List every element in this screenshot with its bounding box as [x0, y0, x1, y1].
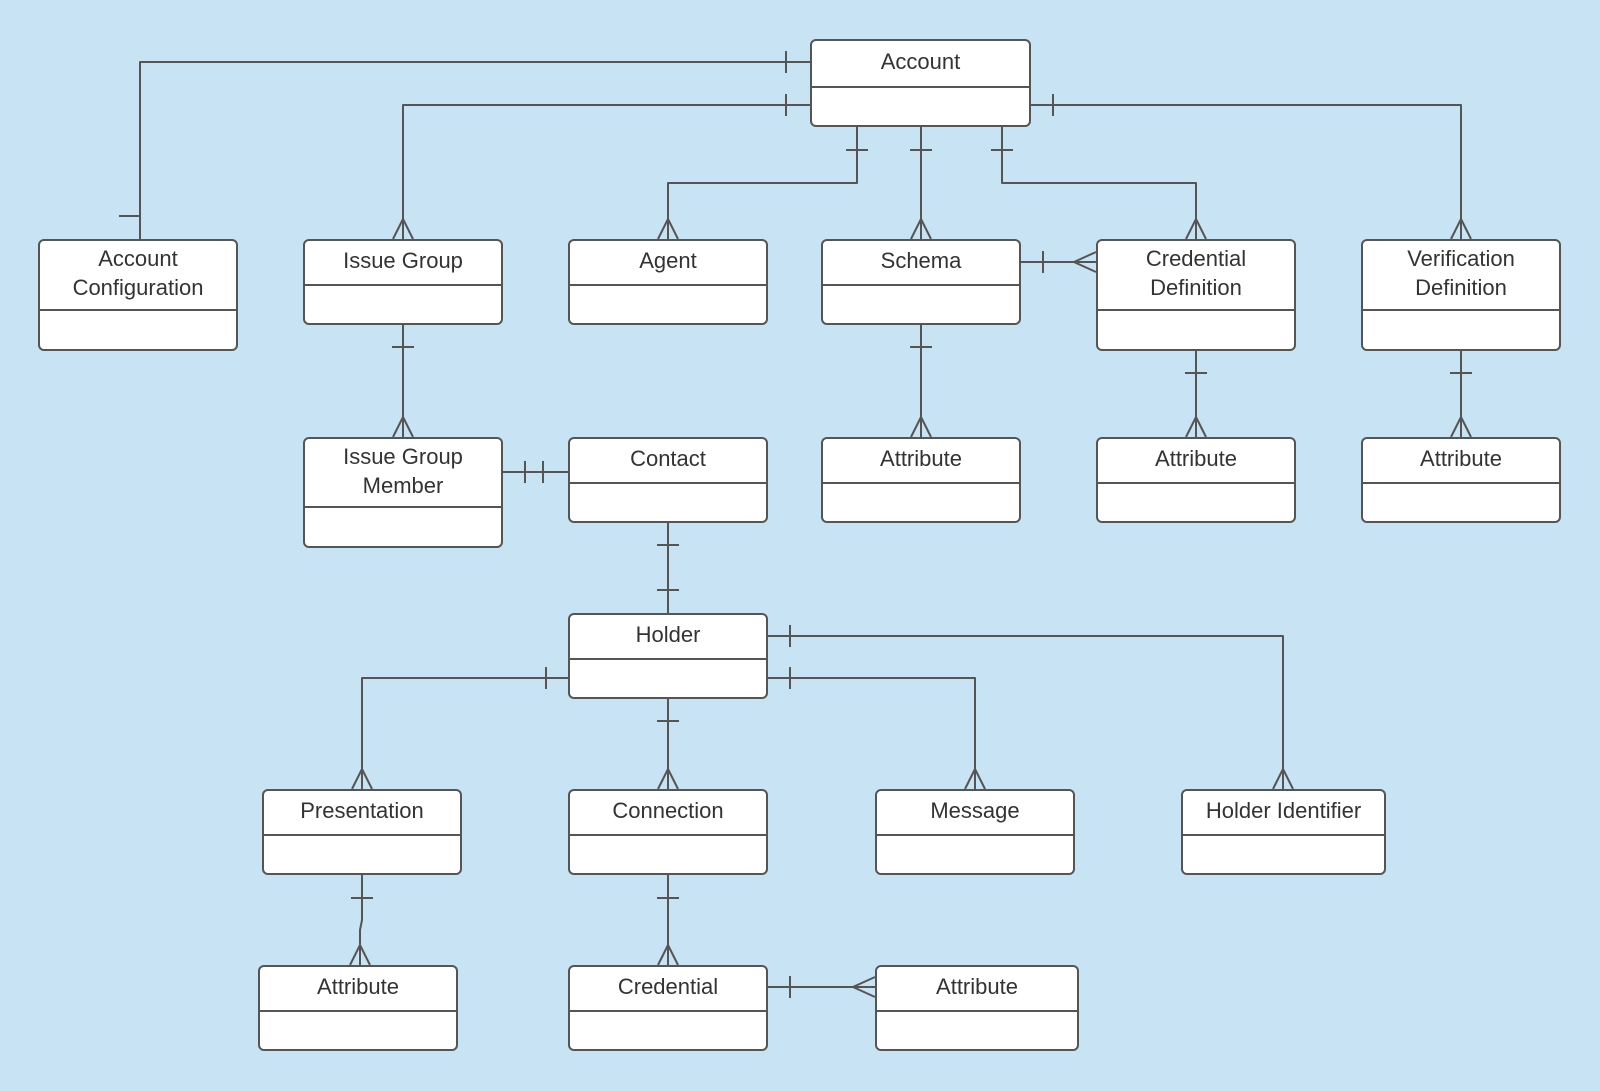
entity-attributes: [570, 286, 766, 323]
entity-title: Credential Definition: [1098, 241, 1294, 311]
relationship-line: [768, 635, 1284, 789]
entity-title: Attribute: [1363, 439, 1559, 484]
entity-title: Issue Group Member: [305, 439, 501, 508]
entity-holder-identifier[interactable]: Holder Identifier: [1181, 789, 1386, 875]
entity-issue-group[interactable]: Issue Group: [303, 239, 503, 325]
entity-attributes: [1363, 311, 1559, 349]
cardinality-many-mark: [1450, 216, 1472, 240]
entity-attributes: [823, 484, 1019, 521]
cardinality-many-mark: [910, 414, 932, 438]
entity-credential-attribute[interactable]: Attribute: [875, 965, 1079, 1051]
entity-attributes: [305, 286, 501, 323]
entity-title: Message: [877, 791, 1073, 836]
entity-title: Agent: [570, 241, 766, 286]
cardinality-many-mark: [910, 216, 932, 240]
entity-title: Account Configuration: [40, 241, 236, 311]
entity-schema[interactable]: Schema: [821, 239, 1021, 325]
cardinality-many-mark: [657, 216, 679, 240]
entity-credential[interactable]: Credential: [568, 965, 768, 1051]
relationship-line: [402, 104, 810, 239]
entity-title: Presentation: [264, 791, 460, 836]
cardinality-many-mark: [964, 766, 986, 790]
entity-attributes: [570, 836, 766, 873]
entity-attributes: [260, 1012, 456, 1049]
cardinality-many-mark: [392, 414, 414, 438]
cardinality-many-mark: [1185, 216, 1207, 240]
entity-title: Schema: [823, 241, 1019, 286]
entity-connection[interactable]: Connection: [568, 789, 768, 875]
cardinality-many-mark: [657, 766, 679, 790]
relationship-line: [1031, 104, 1462, 239]
entity-contact[interactable]: Contact: [568, 437, 768, 523]
entity-attributes: [823, 286, 1019, 323]
entity-attributes: [264, 836, 460, 873]
cardinality-many-mark: [1071, 251, 1097, 273]
entity-account-configuration[interactable]: Account Configuration: [38, 239, 238, 351]
entity-presentation[interactable]: Presentation: [262, 789, 462, 875]
entity-title: Holder: [570, 615, 766, 660]
relationship-line: [139, 61, 810, 239]
entity-title: Attribute: [1098, 439, 1294, 484]
entity-attributes: [40, 311, 236, 349]
entity-title: Connection: [570, 791, 766, 836]
entity-schema-attribute[interactable]: Attribute: [821, 437, 1021, 523]
entity-presentation-attribute[interactable]: Attribute: [258, 965, 458, 1051]
entity-title: Issue Group: [305, 241, 501, 286]
entity-credential-definition-attribute[interactable]: Attribute: [1096, 437, 1296, 523]
entity-attributes: [1098, 311, 1294, 349]
entity-attributes: [1183, 836, 1384, 873]
cardinality-many-mark: [1272, 766, 1294, 790]
entity-title: Credential: [570, 967, 766, 1012]
cardinality-many-mark: [392, 216, 414, 240]
relationship-line: [768, 677, 976, 789]
entity-attributes: [877, 1012, 1077, 1049]
entity-account[interactable]: Account: [810, 39, 1031, 127]
entity-title: Attribute: [260, 967, 456, 1012]
cardinality-many-mark: [1185, 414, 1207, 438]
entity-attributes: [812, 88, 1029, 125]
entity-attributes: [1363, 484, 1559, 521]
cardinality-many-mark: [850, 976, 876, 998]
cardinality-many-mark: [1450, 414, 1472, 438]
entity-title: Attribute: [823, 439, 1019, 484]
entity-verification-definition[interactable]: Verification Definition: [1361, 239, 1561, 351]
cardinality-many-mark: [349, 942, 371, 966]
entity-attributes: [570, 660, 766, 697]
entity-title: Verification Definition: [1363, 241, 1559, 311]
entity-credential-definition[interactable]: Credential Definition: [1096, 239, 1296, 351]
entity-attributes: [570, 484, 766, 521]
relationship-line: [361, 677, 568, 789]
entity-title: Account: [812, 41, 1029, 88]
entity-attributes: [570, 1012, 766, 1049]
entity-attributes: [877, 836, 1073, 873]
entity-verification-definition-attribute[interactable]: Attribute: [1361, 437, 1561, 523]
entity-agent[interactable]: Agent: [568, 239, 768, 325]
entity-attributes: [1098, 484, 1294, 521]
entity-title: Attribute: [877, 967, 1077, 1012]
entity-title: Contact: [570, 439, 766, 484]
cardinality-many-mark: [351, 766, 373, 790]
relationship-line: [1001, 127, 1197, 239]
relationship-line: [667, 127, 858, 239]
cardinality-many-mark: [657, 942, 679, 966]
entity-issue-group-member[interactable]: Issue Group Member: [303, 437, 503, 548]
entity-message[interactable]: Message: [875, 789, 1075, 875]
entity-title: Holder Identifier: [1183, 791, 1384, 836]
entity-attributes: [305, 508, 501, 546]
entity-holder[interactable]: Holder: [568, 613, 768, 699]
